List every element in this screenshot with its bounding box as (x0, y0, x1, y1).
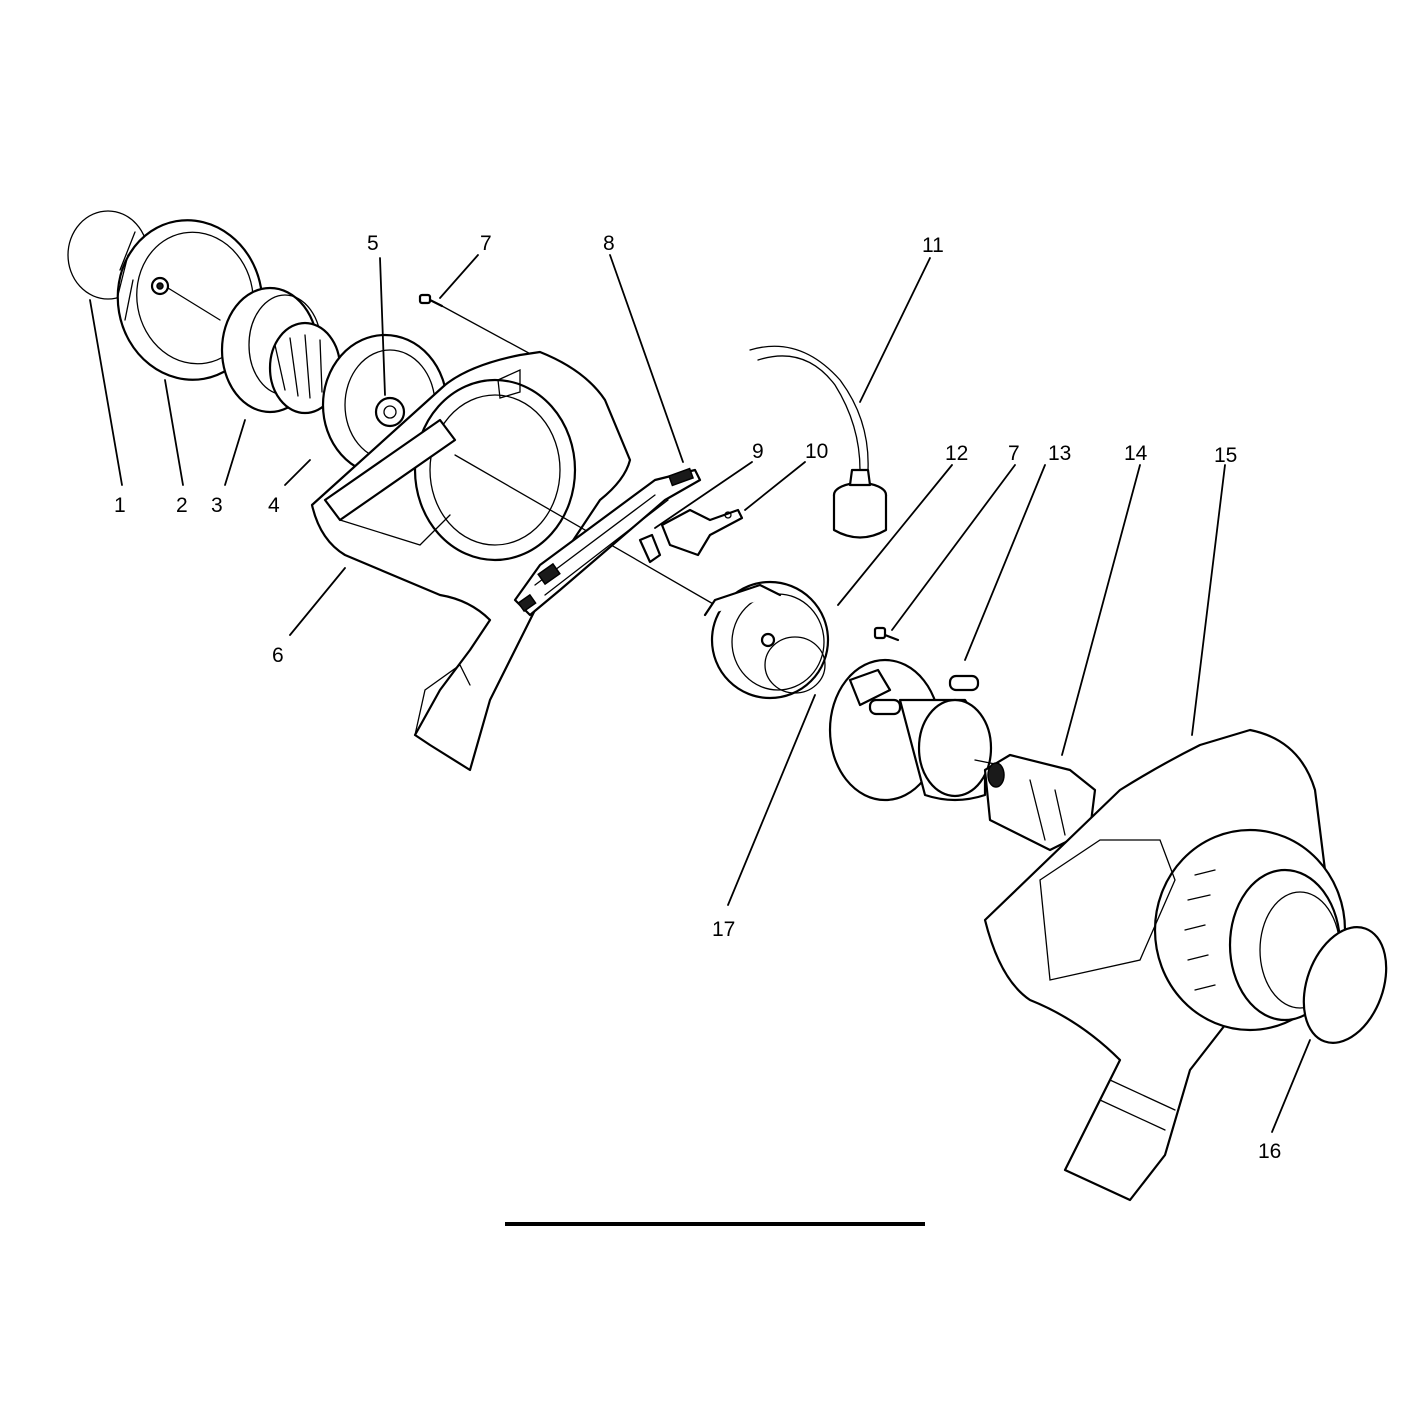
callout-7-top: 7 (480, 232, 492, 255)
callout-14: 14 (1124, 442, 1148, 465)
part-16-lens-disc (1302, 926, 1388, 1044)
part-11-cable-plug (749, 345, 888, 539)
callout-11: 11 (922, 234, 944, 257)
callout-1: 1 (114, 494, 126, 517)
caption-cutoff-mask (505, 1212, 925, 1222)
part-15-housing-right (983, 728, 1347, 1202)
callout-9: 9 (752, 440, 764, 463)
leader-lines (89, 254, 1311, 1133)
part-8-switch-slide (513, 467, 702, 617)
callout-2: 2 (176, 494, 188, 517)
callout-3: 3 (211, 494, 223, 517)
part-12-reflector-cup (703, 580, 830, 700)
callout-13: 13 (1048, 442, 1071, 465)
callout-17: 17 (712, 918, 735, 941)
callout-12: 12 (945, 442, 968, 465)
callout-5: 5 (367, 232, 379, 255)
part-10-switch-block (660, 508, 744, 557)
part-4-reflector-holder (268, 321, 342, 415)
part-17-lamp (764, 636, 826, 694)
callout-10: 10 (805, 440, 828, 463)
part-13-motor-cup (828, 658, 1001, 802)
cutoff-caption (505, 1212, 925, 1226)
part-7-screw-middle (873, 626, 900, 642)
callout-7-middle: 7 (1008, 442, 1020, 465)
callout-6: 6 (272, 644, 284, 667)
callout-labels: 1 2 3 4 5 6 7 8 9 10 11 12 7 13 14 15 16… (114, 232, 1281, 1163)
callout-15: 15 (1214, 444, 1237, 467)
callout-4: 4 (268, 494, 280, 517)
callout-8: 8 (603, 232, 615, 255)
part-9-contact-clip (638, 533, 662, 564)
callout-16: 16 (1258, 1140, 1281, 1163)
part-14-motor (983, 753, 1097, 852)
part-6-housing-left (310, 350, 716, 772)
